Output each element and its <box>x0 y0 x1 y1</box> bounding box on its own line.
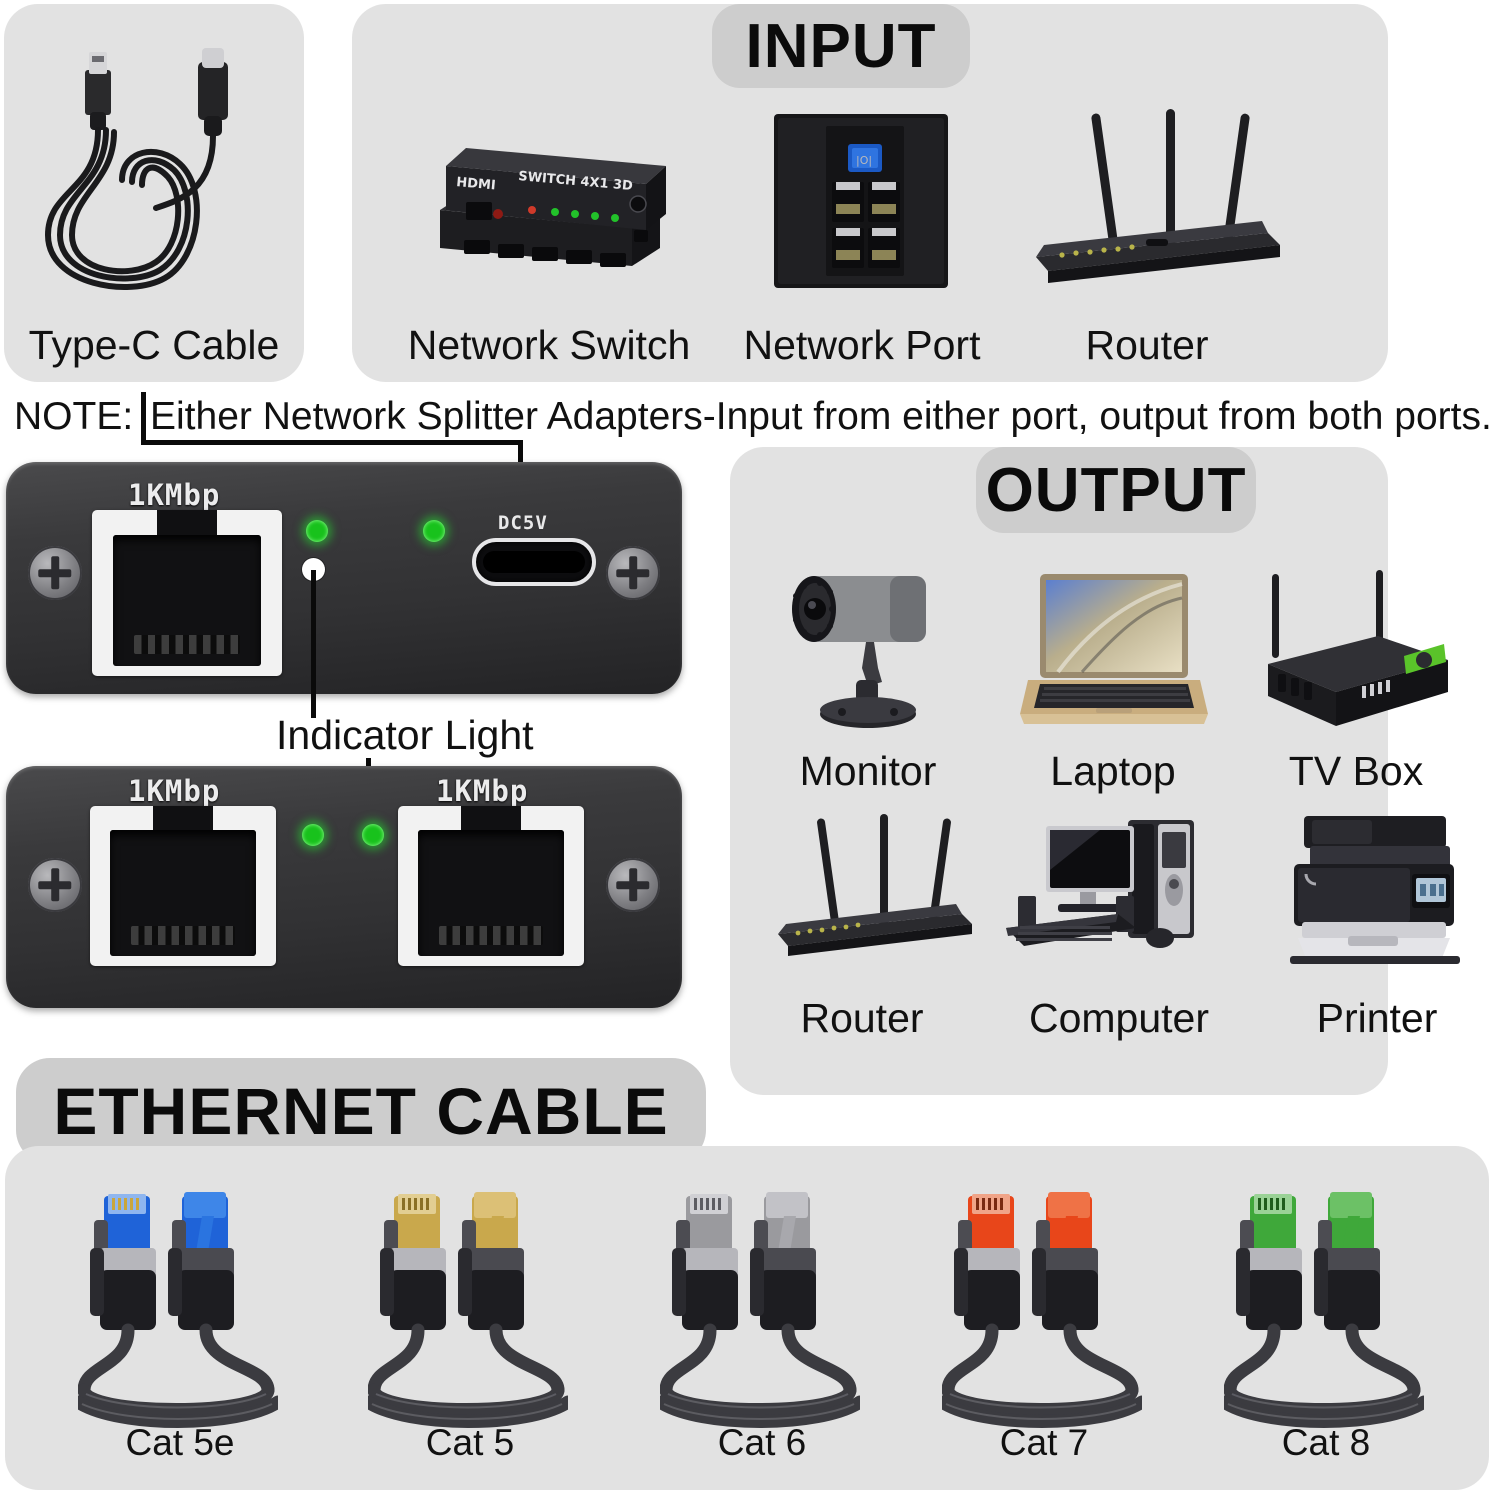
caption-tv-box: TV Box <box>1288 748 1424 794</box>
caption-printer: Printer <box>1316 995 1438 1041</box>
tv-box-icon <box>1258 568 1454 732</box>
caption-monitor: Monitor <box>799 748 937 794</box>
caption-cat8: Cat 8 <box>1281 1422 1371 1463</box>
led-indicator-bottom-1 <box>302 824 324 846</box>
rj45-port-top[interactable] <box>92 510 282 676</box>
ethernet-cable-cat8 <box>1217 1190 1431 1435</box>
rj45-pins-top <box>133 634 241 655</box>
caption-cat5: Cat 5 <box>425 1422 515 1463</box>
caption-cat5e: Cat 5e <box>125 1422 235 1463</box>
screw-left-top <box>28 546 82 600</box>
panel-ethernet-cables <box>5 1146 1489 1490</box>
caption-computer: Computer <box>1028 995 1209 1041</box>
wifi-router-icon <box>1018 105 1286 290</box>
hdmi-switch-icon: HDMI SWITCH 4X1 3D <box>420 118 678 300</box>
desktop-computer-icon <box>1000 812 1230 970</box>
port-label-1kmbp-right: 1KMbp <box>436 774 529 808</box>
usb-c-port-icon[interactable] <box>472 538 596 586</box>
led-indicator-top-2 <box>423 520 445 542</box>
badge-output: OUTPUT <box>976 447 1256 533</box>
caption-network-port: Network Port <box>743 322 981 368</box>
callout-indicator-light: Indicator Light <box>276 712 534 758</box>
caption-type-c-cable: Type-C Cable <box>28 322 280 368</box>
panel-type-c-cable <box>4 4 304 382</box>
ethernet-cable-cat7 <box>935 1190 1149 1435</box>
caption-cat6: Cat 6 <box>717 1422 807 1463</box>
indicator-light-leader-top <box>311 570 316 718</box>
caption-laptop: Laptop <box>1050 748 1176 794</box>
screw-right-bottom <box>606 858 660 912</box>
wifi-router-icon-output <box>766 812 978 962</box>
ethernet-cable-cat6 <box>653 1190 867 1435</box>
splitter-adapter-dual-port: 1KMbp 1KMbp <box>6 766 682 1008</box>
security-camera-icon <box>782 562 958 734</box>
rj45-pins-right <box>438 926 544 946</box>
note-leader-vertical <box>141 392 146 444</box>
ethernet-cable-cat5 <box>361 1190 575 1435</box>
ethernet-cable-cat5e <box>71 1190 285 1435</box>
rj45-cavity-left <box>110 830 256 957</box>
rj45-port-right[interactable] <box>398 806 584 966</box>
rj45-port-left[interactable] <box>90 806 276 966</box>
rj45-cavity-top <box>112 534 262 667</box>
note-leader-horizontal <box>141 440 523 445</box>
rj45-pins-left <box>130 926 236 946</box>
svg-text:|O|: |O| <box>856 154 872 167</box>
printer-icon <box>1282 812 1472 970</box>
badge-input: INPUT <box>712 4 970 88</box>
caption-network-switch: Network Switch <box>407 322 691 368</box>
screw-right-top <box>606 546 660 600</box>
splitter-adapter-single-port: 1KMbp DC5V <box>6 462 682 694</box>
screw-left-bottom <box>28 858 82 912</box>
led-indicator-bottom-2 <box>362 824 384 846</box>
indicator-light-leader-dot-top <box>302 558 325 581</box>
rj45-cavity-right <box>418 830 564 957</box>
caption-router-output: Router <box>800 995 924 1041</box>
usb-c-cable-icon <box>30 40 280 300</box>
caption-cat7: Cat 7 <box>999 1422 1089 1463</box>
note-text: Either Network Splitter Adapters-Input f… <box>150 395 1492 438</box>
svg-text:HDMI: HDMI <box>456 175 497 193</box>
note-prefix: NOTE: <box>14 395 134 438</box>
wall-network-port-icon: |O| <box>770 112 952 290</box>
dc5v-label: DC5V <box>498 512 548 534</box>
caption-router-input: Router <box>1085 322 1209 368</box>
port-label-1kmbp-left: 1KMbp <box>128 774 221 808</box>
panel-output <box>730 447 1388 1095</box>
port-label-1kmbp-top: 1KMbp <box>128 478 221 512</box>
laptop-icon <box>1018 572 1208 732</box>
led-indicator-top-1 <box>306 520 328 542</box>
